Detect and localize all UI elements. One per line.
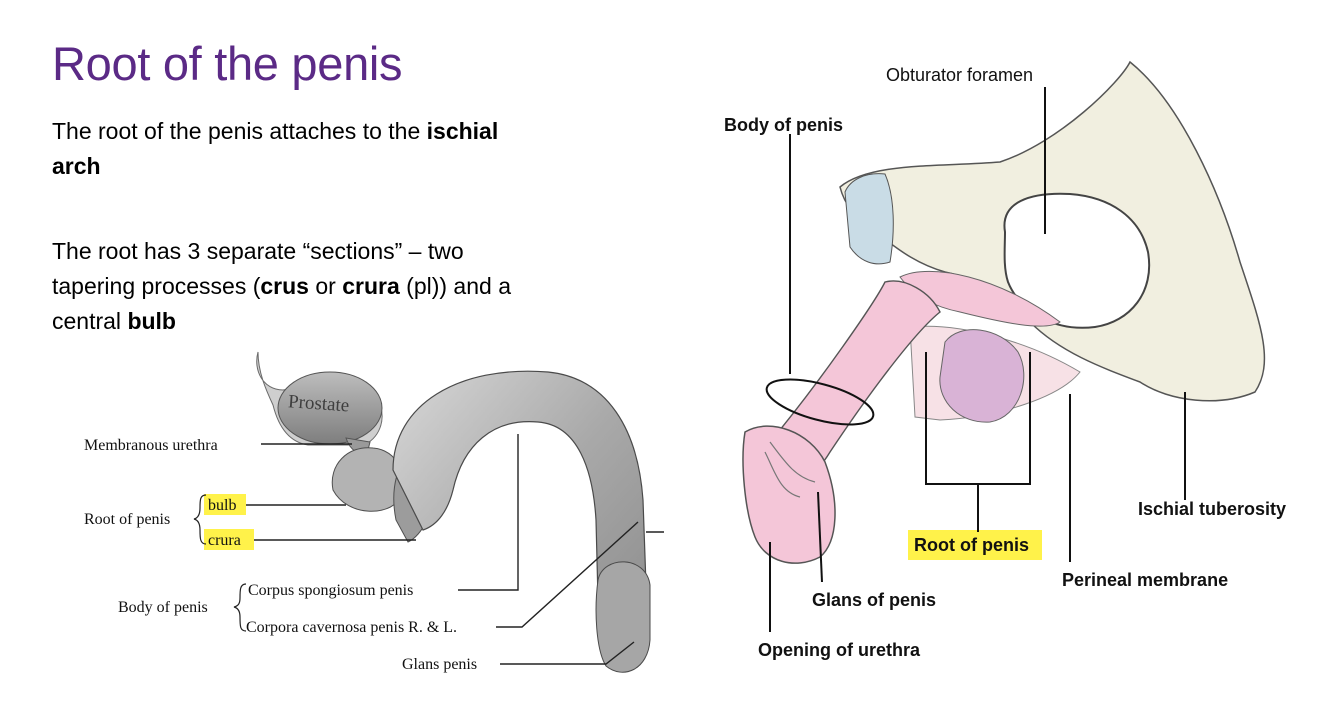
p2-text-1: The root has 3 separate “sections” – two… (52, 238, 464, 299)
right-anatomy-figure: Obturator foramen Body of penis Ischial … (724, 60, 1286, 660)
label-perineal-membrane: Perineal membrane (1062, 570, 1228, 590)
label-glans-of-penis: Glans of penis (812, 590, 936, 610)
p2-term-bulb: bulb (127, 308, 176, 334)
left-anatomy-figure: Prostate Membranous urethra Root of peni… (84, 351, 664, 673)
p1-text: The root of the penis attaches to the (52, 118, 427, 144)
p1-term-ischial-arch: ischial arch (52, 118, 499, 179)
label-body-of-penis-left: Body of penis (118, 599, 208, 616)
label-prostate: Prostate (287, 391, 350, 416)
paragraph-root-sections: The root has 3 separate “sections” – two… (52, 234, 522, 339)
colored-illustration (742, 60, 1266, 564)
left-leader-lines (246, 434, 664, 665)
highlight-root-of-penis (908, 530, 1042, 560)
highlight-crura (204, 529, 254, 550)
label-root-of-penis-right: Root of penis (914, 535, 1029, 555)
right-leader-lines (765, 87, 1186, 632)
label-membranous-urethra: Membranous urethra (84, 437, 218, 454)
highlight-bulb (204, 494, 246, 515)
label-ischial-tuberosity: Ischial tuberosity (1138, 499, 1286, 519)
left-braces (193, 494, 247, 632)
label-opening-of-urethra: Opening of urethra (758, 640, 921, 660)
label-obturator-foramen: Obturator foramen (886, 65, 1033, 85)
label-root-of-penis-left: Root of penis (84, 511, 170, 528)
p2-term-crura: crura (342, 273, 400, 299)
p2-text-2: or (308, 273, 343, 299)
label-corpus-spongiosum: Corpus spongiosum penis (248, 582, 413, 599)
p2-term-crus: crus (260, 273, 309, 299)
slide-title: Root of the penis (52, 37, 403, 90)
label-bulb: bulb (208, 497, 236, 514)
label-glans-penis: Glans penis (402, 656, 477, 673)
paragraph-ischial-arch: The root of the penis attaches to the is… (52, 114, 512, 184)
label-corpora-cavernosa: Corpora cavernosa penis R. & L. (246, 619, 457, 636)
label-body-of-penis-right: Body of penis (724, 115, 843, 135)
label-crura: crura (208, 532, 241, 549)
p2-text-3: (pl)) and a central (52, 273, 511, 334)
